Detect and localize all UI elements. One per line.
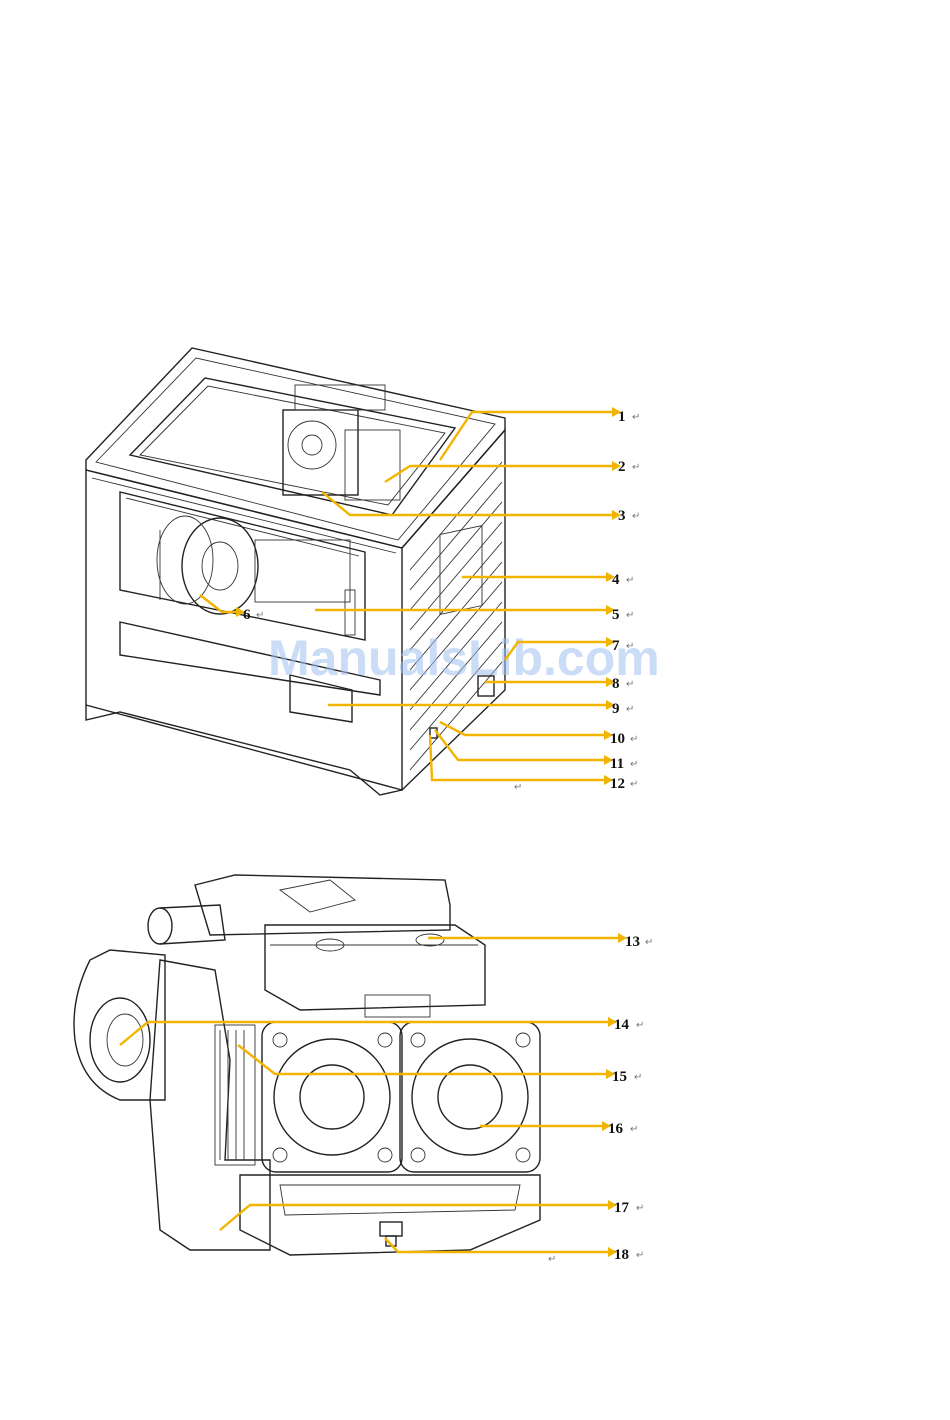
return-mark: ↵ xyxy=(548,1254,556,1265)
callout-6: 6 xyxy=(243,607,251,623)
callout-3: 3 xyxy=(618,508,626,524)
return-mark: ↵ xyxy=(632,462,640,473)
return-mark: ↵ xyxy=(636,1020,644,1031)
return-mark: ↵ xyxy=(634,1072,642,1083)
callout-10: 10 xyxy=(610,731,625,747)
return-mark: ↵ xyxy=(256,610,264,621)
callout-15: 15 xyxy=(612,1069,627,1085)
return-mark: ↵ xyxy=(630,779,638,790)
return-mark: ↵ xyxy=(626,704,634,715)
watermark: ManualsLib.com xyxy=(268,630,660,686)
callout-4: 4 xyxy=(612,572,620,588)
callout-line-17 xyxy=(220,1205,608,1230)
callout-line-18 xyxy=(385,1238,608,1252)
callout-18: 18 xyxy=(614,1247,629,1263)
callout-line-6 xyxy=(200,595,236,612)
callout-8: 8 xyxy=(612,676,620,692)
return-mark: ↵ xyxy=(626,679,634,690)
callout-line-1 xyxy=(440,412,612,460)
callout-1: 1 xyxy=(618,409,626,425)
return-mark: ↵ xyxy=(645,937,653,948)
callout-2: 2 xyxy=(618,459,626,475)
return-mark: ↵ xyxy=(630,734,638,745)
callout-line-2 xyxy=(385,466,612,482)
return-mark: ↵ xyxy=(636,1203,644,1214)
extruder-illustration xyxy=(74,875,540,1255)
callout-9: 9 xyxy=(612,701,620,717)
return-mark: ↵ xyxy=(632,412,640,423)
callout-16: 16 xyxy=(608,1121,624,1137)
return-mark: ↵ xyxy=(630,1124,638,1135)
callout-12: 12 xyxy=(610,776,625,792)
return-mark: ↵ xyxy=(632,511,640,522)
callout-11: 11 xyxy=(610,756,624,772)
callout-17: 17 xyxy=(614,1200,630,1216)
callout-14: 14 xyxy=(614,1017,630,1033)
return-mark: ↵ xyxy=(626,610,634,621)
callout-7: 7 xyxy=(612,638,620,654)
callout-lines xyxy=(120,407,627,1257)
callout-13: 13 xyxy=(625,934,640,950)
return-mark: ↵ xyxy=(626,641,634,652)
printer-illustration xyxy=(86,348,505,795)
callout-line-15 xyxy=(238,1045,606,1074)
return-mark: ↵ xyxy=(636,1250,644,1261)
return-mark: ↵ xyxy=(630,759,638,770)
return-mark: ↵ xyxy=(626,575,634,586)
callout-5: 5 xyxy=(612,607,620,623)
return-mark: ↵ xyxy=(514,782,522,793)
